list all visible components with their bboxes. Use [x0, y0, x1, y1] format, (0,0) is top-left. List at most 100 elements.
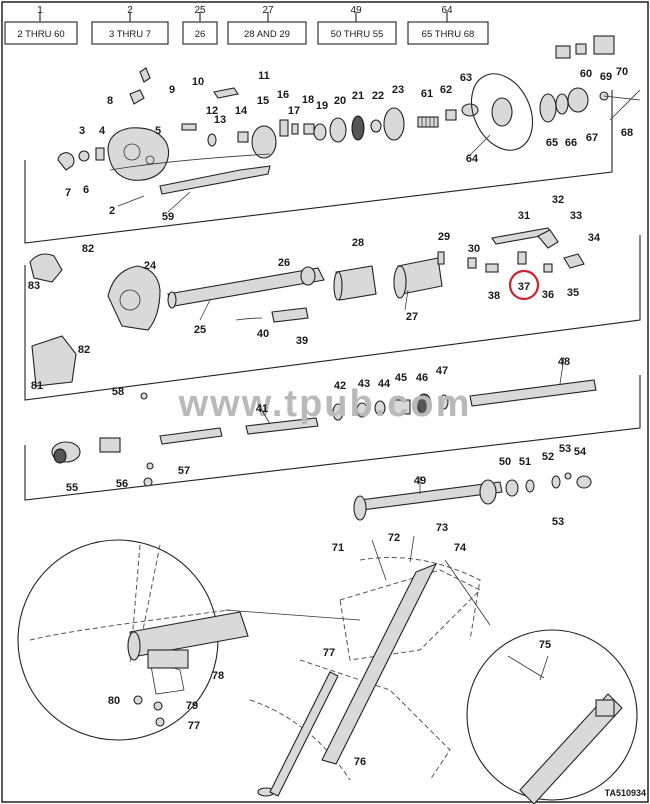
header-range: 50 THRU 55 — [331, 29, 384, 40]
header-number: 1 — [37, 5, 43, 16]
header-index: 1 2 THRU 60 2 3 THRU 7 25 26 27 28 AND 2… — [4, 5, 489, 45]
callout-44: 44 — [378, 378, 391, 390]
installation-views — [17, 535, 638, 804]
callout-47: 47 — [436, 365, 448, 377]
callout-37: 37 — [518, 281, 530, 293]
callout-8: 8 — [107, 95, 113, 107]
callout-76: 76 — [354, 756, 366, 768]
callout-71: 71 — [332, 542, 344, 554]
row-1-parts — [57, 35, 615, 195]
callout-17: 17 — [288, 105, 300, 117]
callout-26: 26 — [278, 257, 290, 269]
callout-19: 19 — [316, 100, 328, 112]
callout-13: 13 — [214, 114, 226, 126]
callout-labels: 2 3 4 5 6 7 8 9 10 11 12 13 14 15 16 17 … — [28, 66, 633, 768]
callout-3: 3 — [79, 125, 85, 137]
callout-38: 38 — [488, 290, 500, 302]
header-box-1: 1 2 THRU 60 — [4, 5, 78, 45]
header-number: 49 — [350, 5, 362, 16]
callout-28: 28 — [352, 237, 364, 249]
callout-18: 18 — [302, 94, 314, 106]
callout-4: 4 — [99, 125, 106, 137]
callout-66: 66 — [565, 137, 577, 149]
callout-77-left: 77 — [188, 720, 200, 732]
callout-15: 15 — [257, 95, 269, 107]
callout-82-lower: 82 — [78, 344, 90, 356]
callout-78: 78 — [212, 670, 224, 682]
callout-79: 79 — [186, 700, 198, 712]
callout-12: 12 — [206, 105, 218, 117]
callout-65: 65 — [546, 137, 558, 149]
callout-5: 5 — [155, 125, 161, 137]
callout-14: 14 — [235, 105, 248, 117]
callout-30: 30 — [468, 243, 480, 255]
callout-34: 34 — [588, 232, 601, 244]
callout-7: 7 — [65, 187, 71, 199]
header-number: 25 — [194, 5, 206, 16]
callout-40: 40 — [257, 328, 269, 340]
callout-2: 2 — [109, 205, 115, 217]
callout-59: 59 — [162, 211, 174, 223]
callout-67: 67 — [586, 132, 598, 144]
callout-20: 20 — [334, 95, 346, 107]
callout-56: 56 — [116, 478, 128, 490]
callout-75: 75 — [539, 639, 551, 651]
callout-25: 25 — [194, 324, 206, 336]
callout-74: 74 — [454, 542, 467, 554]
callout-51: 51 — [519, 456, 531, 468]
watermark: www.tpub.com — [178, 383, 472, 425]
callout-39: 39 — [296, 335, 308, 347]
header-box-27: 27 28 AND 29 — [227, 5, 307, 45]
callout-24: 24 — [144, 260, 157, 272]
callout-52: 52 — [542, 451, 554, 463]
callout-73: 73 — [436, 522, 448, 534]
callout-31: 31 — [518, 210, 530, 222]
callout-41: 41 — [256, 403, 268, 415]
header-number: 64 — [441, 5, 453, 16]
header-box-49: 49 50 THRU 55 — [317, 5, 397, 45]
callout-80: 80 — [108, 695, 120, 707]
callout-48: 48 — [558, 356, 570, 368]
row-3-parts — [51, 379, 597, 521]
panel-boundaries — [24, 90, 641, 501]
callout-83: 83 — [28, 280, 40, 292]
callout-82: 82 — [82, 243, 94, 255]
callout-53: 53 — [559, 443, 571, 455]
callout-33: 33 — [570, 210, 582, 222]
header-range: 2 THRU 60 — [17, 29, 64, 40]
callout-46: 46 — [416, 372, 428, 384]
callout-42: 42 — [334, 380, 346, 392]
callout-32: 32 — [552, 194, 564, 206]
callout-81: 81 — [31, 380, 43, 392]
header-box-2: 2 3 THRU 7 — [91, 5, 169, 45]
callout-11: 11 — [258, 70, 270, 82]
highlight-circle — [508, 269, 540, 301]
callout-64: 64 — [466, 153, 479, 165]
header-range: 3 THRU 7 — [109, 29, 151, 40]
header-box-64: 64 65 THRU 68 — [407, 5, 489, 45]
callout-45: 45 — [395, 372, 407, 384]
header-number: 27 — [262, 5, 274, 16]
callout-23: 23 — [392, 84, 404, 96]
callout-54: 54 — [574, 446, 587, 458]
callout-61: 61 — [421, 88, 433, 100]
header-number: 2 — [127, 5, 133, 16]
callout-55: 55 — [66, 482, 78, 494]
header-box-25: 25 26 — [182, 5, 218, 45]
callout-63: 63 — [460, 72, 472, 84]
callout-35: 35 — [567, 287, 579, 299]
callout-72: 72 — [388, 532, 400, 544]
callout-43: 43 — [358, 378, 370, 390]
callout-69: 69 — [600, 71, 612, 83]
reference-code: TA510934 — [605, 788, 646, 798]
callout-50: 50 — [499, 456, 511, 468]
callout-60: 60 — [580, 68, 592, 80]
callout-36: 36 — [542, 289, 554, 301]
leader-lines — [117, 89, 641, 681]
callout-62: 62 — [440, 84, 452, 96]
callout-21: 21 — [352, 90, 364, 102]
header-range: 65 THRU 68 — [422, 29, 475, 40]
callout-22: 22 — [372, 90, 384, 102]
